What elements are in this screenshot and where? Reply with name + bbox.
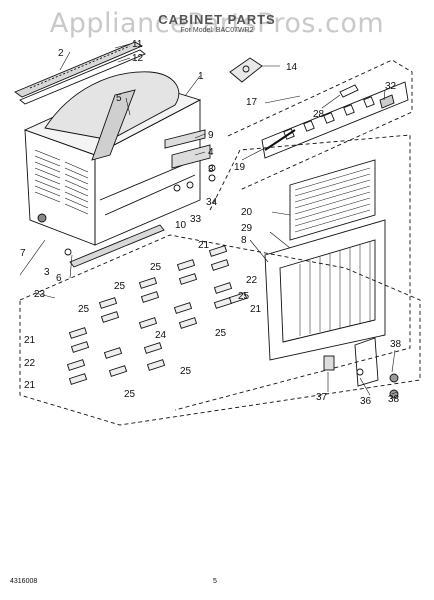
callout-38-b: 38 <box>388 394 400 405</box>
callout-21-a: 21 <box>198 240 210 251</box>
callout-28: 28 <box>313 109 325 120</box>
callout-4: 4 <box>208 147 214 158</box>
callout-17: 17 <box>246 97 258 108</box>
callout-11: 11 <box>132 39 143 50</box>
dashed-group-upper-right <box>227 59 413 191</box>
callout-25-b: 25 <box>114 281 126 292</box>
louver-assembly <box>261 81 409 159</box>
callout-33: 33 <box>190 214 202 225</box>
callout-23: 23 <box>34 289 46 300</box>
callout-34: 34 <box>206 197 218 208</box>
callout-25-c: 25 <box>238 291 250 302</box>
cabinet-shell <box>23 71 202 246</box>
callout-12: 12 <box>132 53 144 64</box>
callout-2: 2 <box>58 48 64 59</box>
screws <box>173 164 216 192</box>
callout-25-d: 25 <box>78 304 90 315</box>
callout-3-lower: 3 <box>44 267 50 278</box>
callout-20: 20 <box>241 207 253 218</box>
callout-29: 29 <box>241 223 253 234</box>
leader-lines <box>19 43 398 396</box>
callout-14: 14 <box>286 62 298 73</box>
diagram-subtitle: For Model: BAC07WR2 <box>180 27 254 34</box>
callout-21-d: 21 <box>24 380 36 391</box>
callout-25-a: 25 <box>150 262 162 273</box>
callout-21-c: 21 <box>24 335 36 346</box>
callout-labels: 1 2 11 12 5 9 4 3 34 10 33 7 3 6 14 17 2… <box>20 39 402 407</box>
side-brackets <box>164 129 211 169</box>
callout-38-a: 38 <box>390 339 402 350</box>
filter-screen <box>289 159 376 241</box>
foam-pads <box>66 245 248 385</box>
callout-1: 1 <box>198 71 204 82</box>
callout-8: 8 <box>241 235 247 246</box>
callout-19: 19 <box>234 162 246 173</box>
callout-22-a: 22 <box>246 275 258 286</box>
mounting-bracket <box>323 337 399 399</box>
dashed-group-pads <box>19 234 421 426</box>
callout-37: 37 <box>316 392 328 403</box>
callout-5: 5 <box>116 93 122 104</box>
bottom-rail <box>37 213 165 268</box>
callout-24: 24 <box>155 330 167 341</box>
callout-7: 7 <box>20 248 26 259</box>
callout-22-b: 22 <box>24 358 36 369</box>
top-strip-parts <box>14 41 146 105</box>
dashed-group-grille <box>174 134 411 411</box>
callout-10: 10 <box>175 220 187 231</box>
callout-36: 36 <box>360 396 372 407</box>
page-number: 5 <box>213 578 217 585</box>
doc-number: 4316008 <box>10 578 38 585</box>
control-knob-part <box>229 57 263 83</box>
callout-25-g: 25 <box>124 389 136 400</box>
callout-32: 32 <box>385 81 397 92</box>
front-grille <box>264 219 386 361</box>
diagram-title: CABINET PARTS <box>158 12 276 27</box>
callout-21-b: 21 <box>250 304 262 315</box>
callout-3: 3 <box>208 164 214 175</box>
callout-6: 6 <box>56 273 62 284</box>
callout-25-e: 25 <box>215 328 227 339</box>
callout-9: 9 <box>208 130 214 141</box>
callout-25-f: 25 <box>180 366 192 377</box>
watermark: AppliancePartsPros.com <box>49 8 385 39</box>
